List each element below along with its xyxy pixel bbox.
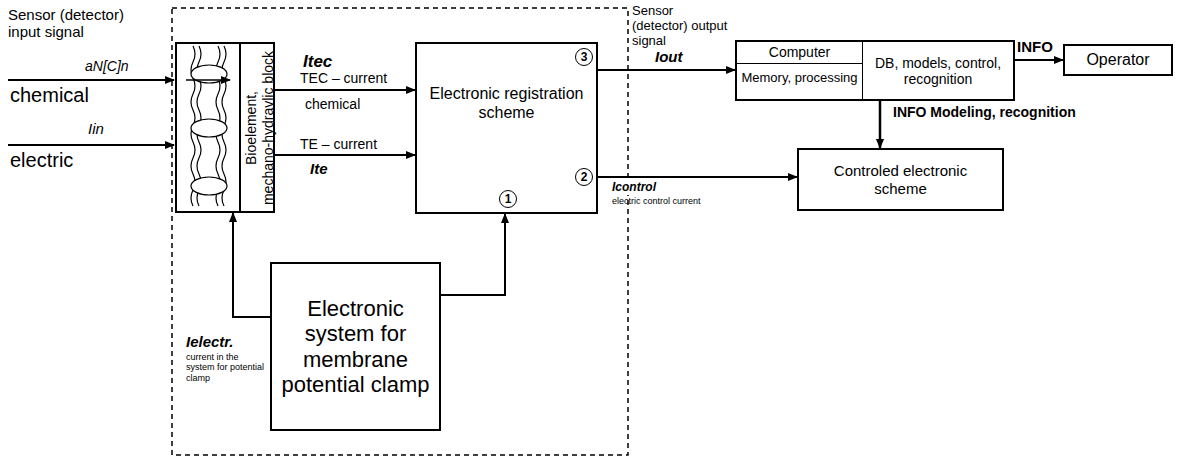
signal-arrow: [275, 89, 415, 91]
signal-label: Itec: [303, 52, 332, 72]
electric-input-arrow: [8, 144, 174, 146]
signal-arrow: [441, 214, 505, 295]
edge-label: INFO Modeling, recognition: [893, 104, 1076, 120]
edge-label: Icontrol: [612, 181, 656, 195]
signal-label: aN[C]n: [85, 58, 129, 74]
box-text: DB, models, control, recognition: [862, 42, 1013, 99]
signal-label: chemical: [10, 84, 89, 107]
signal-label: electric: [10, 149, 73, 172]
box-text: Computer: [737, 42, 862, 64]
callout-number: 1: [499, 190, 517, 208]
callout-number: 3: [575, 48, 593, 66]
signal-arrow: [598, 176, 797, 178]
signal-label: current in the system for potential clam…: [186, 352, 266, 383]
box-title: Electronic registration scheme: [427, 84, 586, 122]
block-title: Bioelement,: [243, 91, 259, 165]
registration-box: Electronic registration scheme 3 1 2: [415, 42, 598, 214]
signal-label: Ite: [310, 160, 328, 177]
edge-label: INFO: [1017, 38, 1053, 55]
controlled-scheme-box: Controled electronic scheme: [797, 148, 1004, 211]
signal-arrow: [1015, 59, 1063, 61]
edge-label: TEC – current: [300, 70, 387, 86]
box-text: Memory, processing: [737, 66, 862, 89]
signal-arrow: [275, 154, 415, 156]
callout-number: 2: [575, 168, 593, 186]
signal-label: Ielectr.: [186, 333, 234, 350]
signal-label: Iin: [88, 120, 104, 137]
signal-label: Sensor (detector) output signal: [632, 4, 732, 49]
edge-label: Iout: [655, 48, 683, 65]
signal-arrow: [233, 213, 270, 317]
block-title: mechano-hydravlic block: [260, 50, 276, 204]
box-text: Electronic system for membrane potential…: [280, 296, 431, 397]
box-text: Controled electronic scheme: [807, 162, 994, 197]
membrane-illustration: [186, 43, 240, 212]
signal-arrow: [598, 69, 735, 71]
signal-label: Sensor (detector) input signal: [8, 6, 158, 41]
operator-box: Operator: [1063, 44, 1173, 76]
box-text: Operator: [1086, 51, 1149, 69]
signal-label: chemical: [305, 96, 360, 112]
chemical-input-arrow: [8, 79, 174, 81]
clamp-box: Electronic system for membrane potential…: [270, 262, 441, 431]
computer-box: ComputerMemory, processingDB, models, co…: [735, 40, 1015, 101]
signal-label: electric control current: [612, 196, 701, 206]
signal-arrow: [879, 101, 882, 148]
box-text: Operator: [1086, 51, 1149, 69]
box-text: Controled electronic scheme: [807, 162, 994, 197]
bioelement-block: Bioelement,mechano-hydravlic block: [175, 42, 275, 213]
box-text: Electronic system for membrane potential…: [280, 296, 431, 397]
edge-label: TE – current: [300, 136, 377, 152]
sensor-dashed-border: [172, 8, 628, 455]
